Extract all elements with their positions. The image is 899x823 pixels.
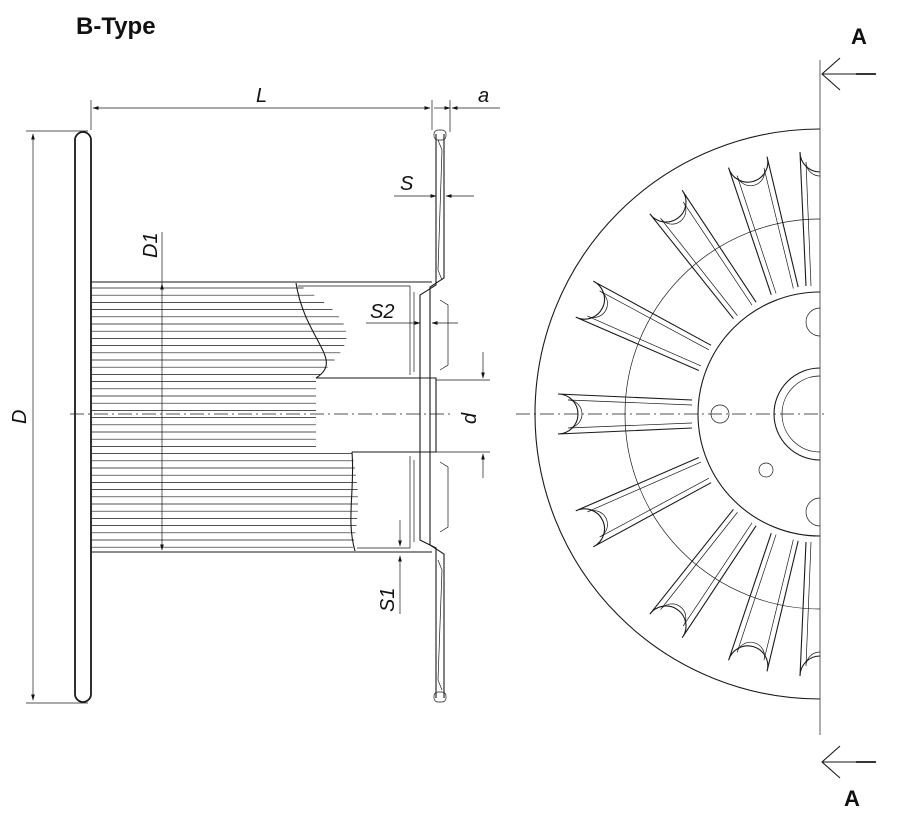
spoke xyxy=(799,541,820,677)
inner-tube-top xyxy=(298,285,411,375)
spoke xyxy=(728,156,799,295)
spoke xyxy=(649,508,757,639)
right-flange-inner xyxy=(429,134,445,698)
inner-tube-bottom xyxy=(357,456,411,549)
dim-S1-label: S1 xyxy=(377,588,399,612)
dim-L-label: L xyxy=(256,85,267,107)
spoke xyxy=(728,533,799,672)
flange-rib-bottom xyxy=(437,559,443,691)
dim-S-label: S xyxy=(400,173,414,195)
dim-a-label: a xyxy=(478,85,489,107)
dim-S2-label: S2 xyxy=(370,301,394,323)
section-label-top: A xyxy=(851,24,867,49)
spoke-inner xyxy=(805,541,820,667)
flange-rib-top xyxy=(437,139,443,281)
front-view: A A xyxy=(516,24,876,811)
right-flange-outer xyxy=(419,134,437,698)
right-flange-rim-bottom xyxy=(433,691,447,703)
spoke-inner xyxy=(587,290,710,367)
section-arrow-bottom xyxy=(821,745,860,779)
spoke-inner xyxy=(587,461,710,538)
cutaway-curve-bottom xyxy=(350,451,356,552)
drawing-title: B-Type xyxy=(76,13,156,40)
spoke-inner xyxy=(567,399,693,429)
spoke-inner xyxy=(736,534,794,661)
section-label-bottom: A xyxy=(844,786,860,811)
spokes-group xyxy=(557,151,820,677)
dim-d-label: d xyxy=(459,412,481,424)
section-arrow-top xyxy=(821,57,860,91)
spoke xyxy=(649,189,757,320)
flange-hub-ribs xyxy=(439,299,449,533)
spoke-inner xyxy=(805,161,820,287)
right-flange-rim-top xyxy=(433,129,447,141)
spoke-inner xyxy=(736,167,794,294)
drive-hole-lower xyxy=(758,462,774,478)
spoke xyxy=(575,280,712,371)
dim-D-label: D xyxy=(9,410,31,424)
side-view: L a S S2 D1 D d S1 xyxy=(9,85,500,704)
cutaway-curve-top xyxy=(295,282,327,379)
hub-bore xyxy=(420,377,437,453)
dim-D1-label: D1 xyxy=(140,232,162,258)
spoke-inner xyxy=(660,512,753,627)
left-flange xyxy=(74,131,92,703)
spoke xyxy=(799,151,820,287)
spoke xyxy=(575,457,712,548)
drive-hole-bottom xyxy=(805,497,820,527)
wire-winding-hatch xyxy=(92,287,358,548)
spoke-inner xyxy=(660,201,753,316)
drive-hole-top xyxy=(805,307,820,337)
